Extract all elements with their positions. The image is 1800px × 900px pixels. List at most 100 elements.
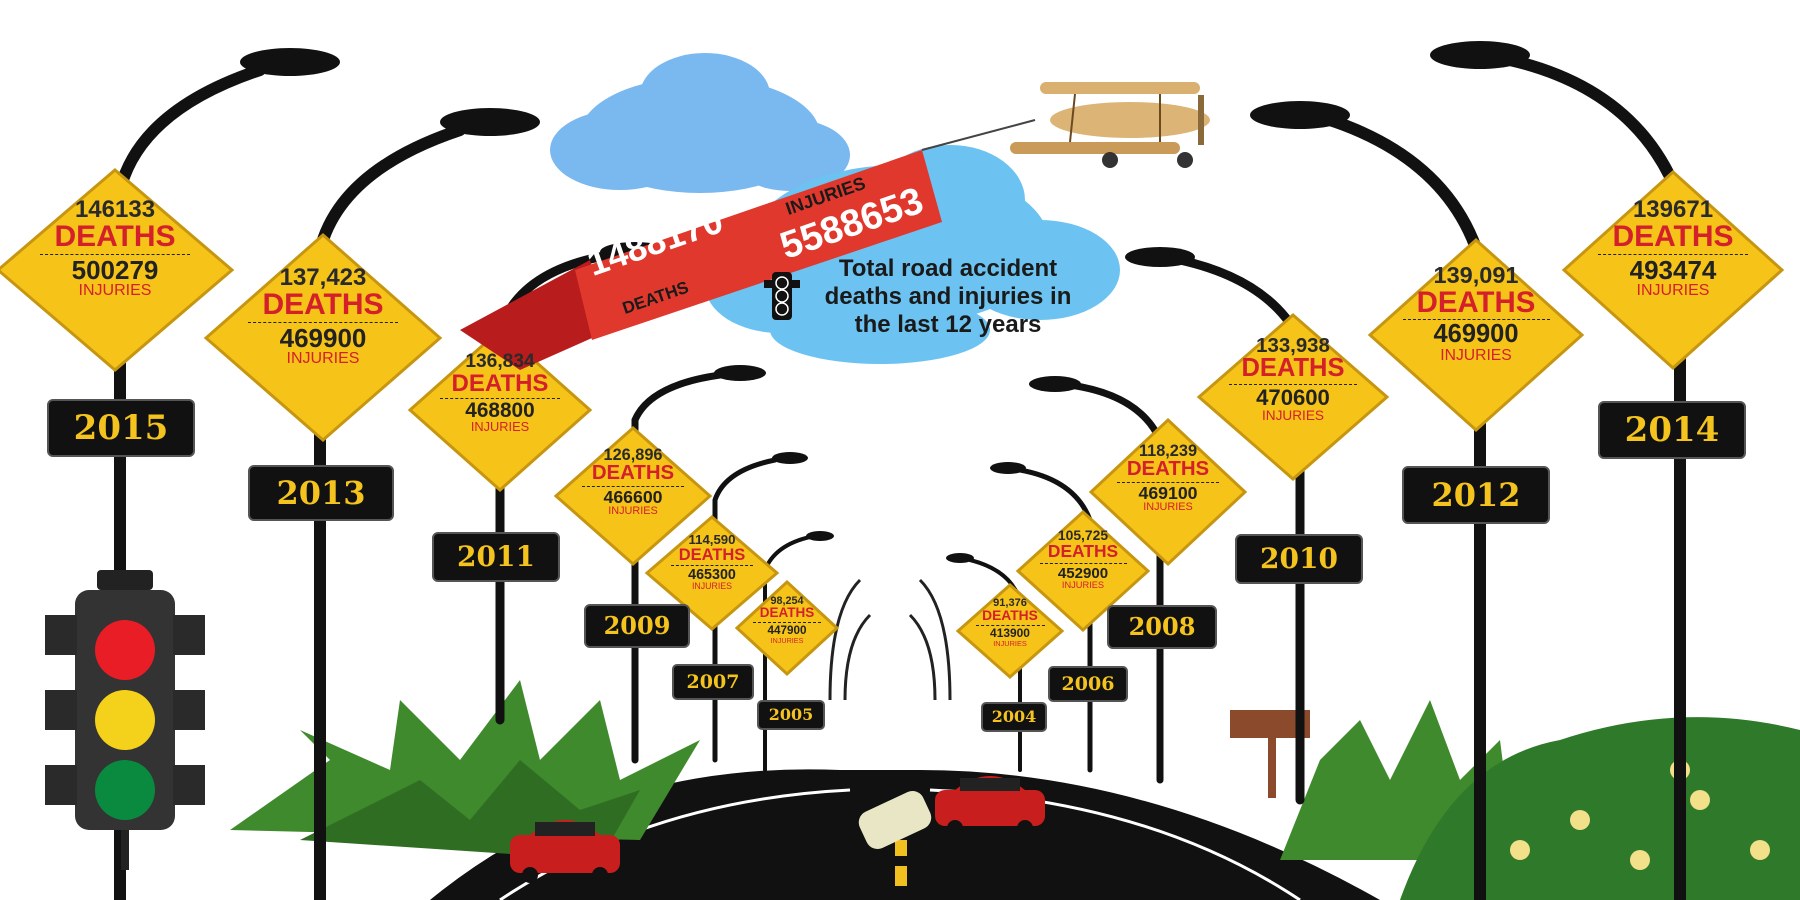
injuries-value: 413900 [990,625,1030,640]
distant-poles [828,578,952,701]
sign-diamond-2006 [1015,509,1151,633]
sign-diamond-2014 [1561,169,1785,371]
cloud-left [550,53,850,193]
dashed-divider [1402,319,1550,321]
deaths-label: DEATHS [1126,458,1210,481]
sign-diamond-2008 [1088,417,1248,567]
year-label-2008: 2008 [1128,612,1196,642]
plaque-2008 [1107,605,1217,649]
car-center [935,776,1045,836]
injuries-label: INJURIES [993,638,1027,648]
deaths-label: DEATHS [1416,285,1536,319]
deaths-label: DEATHS [759,605,815,621]
deaths-value: 139671 [1632,196,1714,223]
biplane [1010,82,1210,168]
sign-diamond-2010 [1196,313,1390,481]
year-label-2010: 2010 [1260,542,1338,576]
deaths-label: DEATHS [1612,220,1734,253]
injuries-label: INJURIES [1636,282,1710,299]
year-label-2014: 2014 [1624,409,1720,450]
year-label-2011: 2011 [457,540,535,574]
plaque-2011 [432,532,560,582]
year-label-2013: 2013 [276,473,366,512]
injuries-label: INJURIES [1143,501,1193,514]
injuries-value: 466600 [603,486,663,507]
year-label-2004: 2004 [991,707,1037,727]
year-label-2007: 2007 [686,670,740,693]
injuries-label: INJURIES [470,419,530,435]
dashed-divider [1229,383,1357,385]
injuries-label: INJURIES [1440,346,1512,364]
flower-bush [1400,717,1800,900]
injuries-value: 465300 [688,567,736,584]
dashed-divider [248,322,398,323]
dashed-divider [1039,562,1127,564]
deaths-value: 114,590 [688,532,736,548]
injuries-value: 493474 [1629,255,1717,285]
sign-diamond-2004 [955,582,1065,680]
deaths-value: 126,896 [603,446,663,465]
plaque-2005 [757,700,825,730]
injuries-value: 447900 [767,623,807,637]
deaths-label: DEATHS [678,545,746,564]
injuries-value: 470600 [1256,384,1330,410]
dashed-divider [440,397,560,399]
summary-title: Total road accident deaths and injuries … [824,255,1072,338]
dashed-divider [1598,254,1748,255]
plaque-2006 [1048,666,1128,702]
car-crashed [858,791,932,849]
year-label-2015: 2015 [73,407,169,448]
traffic-light-icon [45,570,205,870]
injuries-label: INJURIES [691,581,733,592]
deaths-label: DEATHS [1047,541,1119,562]
plaque-2010 [1235,534,1363,584]
plaque-2009 [584,604,690,648]
plaque-2015 [47,399,195,457]
sign-diamond-2007 [644,515,780,631]
deaths-label: DEATHS [1241,354,1345,383]
injuries-value: 469900 [1433,320,1519,349]
injuries-label: INJURIES [286,350,360,367]
deaths-label: DEATHS [591,462,675,485]
deaths-value: 146133 [74,196,156,223]
dashed-divider [670,565,754,567]
deaths-value: 118,239 [1138,442,1198,461]
deaths-value: 139,091 [1433,262,1519,289]
deaths-value: 105,725 [1057,527,1109,544]
sign-diamond-2015 [0,168,235,372]
dashed-divider [582,485,684,487]
injuries-label: INJURIES [608,505,658,518]
injuries-value: 469900 [279,323,367,353]
dashed-divider [975,624,1045,626]
plaque-2007 [672,664,754,700]
sign-diamond-2009 [553,425,713,567]
deaths-label: DEATHS [451,369,549,397]
injuries-label: INJURIES [1262,407,1324,423]
injuries-label: INJURIES [1061,579,1105,590]
injuries-value: 468800 [465,398,535,422]
dashed-divider [40,254,190,255]
year-label-2009: 2009 [603,611,671,641]
dashed-divider [1117,481,1219,483]
injuries-value: 469100 [1138,482,1198,503]
sign-diamond-2013 [203,233,443,442]
year-label-2006: 2006 [1061,672,1115,695]
sign-diamond-2005 [734,579,840,677]
injuries-value: 452900 [1057,564,1109,582]
year-label-2012: 2012 [1431,475,1521,514]
injuries-label: INJURIES [78,282,152,299]
dashed-divider [753,621,821,623]
